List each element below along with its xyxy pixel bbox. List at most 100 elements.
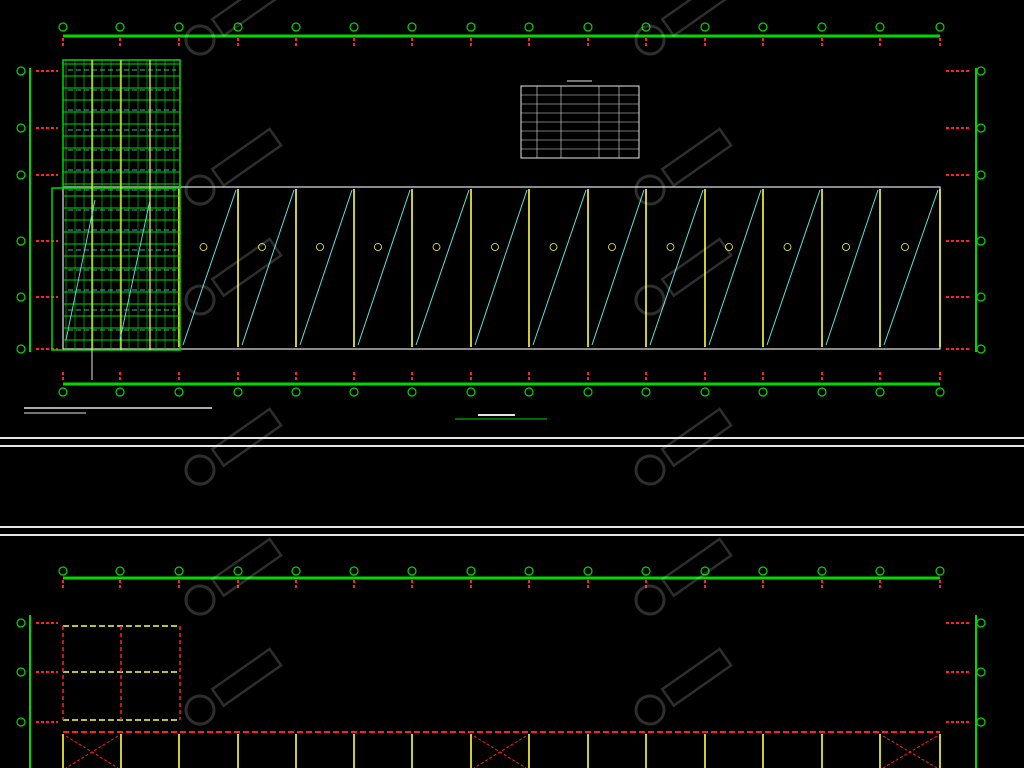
roof-bay-outline [62, 186, 941, 350]
stair-stringer [65, 199, 96, 341]
watermark-logo-icon [634, 237, 733, 316]
x-brace [473, 735, 527, 768]
top-axis-bubble-top [115, 22, 125, 32]
bay-label-bubble [666, 243, 675, 251]
bottom-axis-bubble-top [466, 566, 476, 576]
bay-label-bubble [374, 243, 382, 251]
top-axis-bubble-left [16, 344, 26, 354]
bay-label-bubble [491, 243, 499, 251]
top-axis-bubble-left [16, 170, 26, 180]
bay-label-bubble [842, 243, 850, 251]
diagonal-brace [649, 189, 704, 346]
top-axis-bubble-top [291, 22, 301, 32]
bottom-axis-bubble-top [291, 566, 301, 576]
diagonal-brace [415, 189, 470, 346]
bay-label-bubble [258, 243, 266, 251]
top-axis-bubble-bottom [935, 387, 945, 397]
bottom-axis-bubble-right [976, 717, 986, 727]
watermark-logo-icon [634, 127, 733, 206]
bay-label-bubble [783, 243, 792, 251]
bottom-axis-bubble-top [817, 566, 827, 576]
diagonal-brace [532, 189, 587, 346]
x-brace [882, 735, 938, 768]
bottom-axis-bubble-top [349, 566, 359, 576]
stair-area-outline [51, 187, 181, 351]
sheet-divider-2 [0, 445, 1024, 447]
top-axis-bubble-top [466, 22, 476, 32]
bottom-axis-bubble-top [641, 566, 651, 576]
diagonal-brace [241, 189, 295, 346]
bottom-axis-bubble-right [976, 667, 986, 677]
top-axis-bubble-top [758, 22, 768, 32]
top-axis-bubble-left [16, 123, 26, 133]
top-axis-bubble-top [700, 22, 710, 32]
top-axis-bubble-bottom [349, 387, 359, 397]
watermark-logo-icon [184, 127, 283, 206]
top-axis-bubble-top [349, 22, 359, 32]
bottom-axis-bubble-top [233, 566, 243, 576]
top-axis-bubble-bottom [174, 387, 184, 397]
bay-label-bubble [432, 243, 441, 251]
top-axis-bubble-bottom [583, 387, 593, 397]
top-axis-bubble-bottom [641, 387, 651, 397]
sheet-divider-1 [0, 437, 1024, 439]
top-axis-bubble-bottom [466, 387, 476, 397]
bottom-axis-bubble-top [583, 566, 593, 576]
bottom-axis-bubble-top [935, 566, 945, 576]
top-axis-bubble-bottom [233, 387, 243, 397]
watermark-logo-icon [184, 0, 283, 56]
top-axis-bubble-bottom [115, 387, 125, 397]
diagonal-brace [825, 189, 879, 346]
bay-label-bubble [725, 243, 733, 251]
bottom-axis-bubble-top [58, 566, 68, 576]
top-axis-bubble-top [817, 22, 827, 32]
watermark-logo-icon [634, 0, 733, 56]
top-axis-bubble-top [641, 22, 651, 32]
bottom-axis-bubble-top [758, 566, 768, 576]
top-axis-bubble-top [935, 22, 945, 32]
stair-stringer [119, 199, 151, 341]
bottom-axis-bubble-top [407, 566, 417, 576]
watermark-logo-icon [634, 407, 733, 486]
top-axis-bubble-bottom [817, 387, 827, 397]
bay-label-bubble [901, 243, 909, 251]
diagonal-brace [299, 189, 353, 346]
bay-label-bubble [316, 243, 324, 251]
top-axis-bubble-right [976, 66, 986, 76]
diagonal-brace [591, 189, 645, 346]
top-axis-bubble-top [233, 22, 243, 32]
top-axis-bubble-top [174, 22, 184, 32]
watermark-logo-icon [634, 647, 733, 726]
top-axis-bubble-bottom [524, 387, 534, 397]
bay-label-bubble [199, 243, 208, 251]
diagonal-brace [357, 189, 411, 346]
top-axis-bubble-bottom [58, 387, 68, 397]
diagonal-brace [766, 189, 821, 346]
top-axis-bubble-bottom [875, 387, 885, 397]
top-axis-bubble-right [976, 170, 986, 180]
watermark-logo-icon [184, 537, 283, 616]
top-axis-bubble-right [976, 344, 986, 354]
sheet-divider-4 [0, 534, 1024, 536]
top-axis-bubble-right [976, 236, 986, 246]
bottom-axis-bubble-right [976, 618, 986, 628]
top-axis-bubble-left [16, 66, 26, 76]
top-axis-bubble-bottom [407, 387, 417, 397]
bottom-axis-bubble-left [16, 717, 26, 727]
bottom-axis-bubble-top [524, 566, 534, 576]
top-axis-bubble-top [58, 22, 68, 32]
top-axis-bubble-bottom [758, 387, 768, 397]
watermark-logo-icon [184, 407, 283, 486]
top-axis-bubble-right [976, 123, 986, 133]
top-axis-bubble-top [524, 22, 534, 32]
top-axis-bubble-left [16, 236, 26, 246]
top-axis-bubble-bottom [700, 387, 710, 397]
diagonal-brace [182, 189, 237, 346]
watermark-logo-icon [184, 237, 283, 316]
bottom-axis-bubble-top [875, 566, 885, 576]
bay-label-bubble [549, 243, 558, 251]
bottom-axis-bubble-top [174, 566, 184, 576]
watermark-logo-icon [634, 537, 733, 616]
